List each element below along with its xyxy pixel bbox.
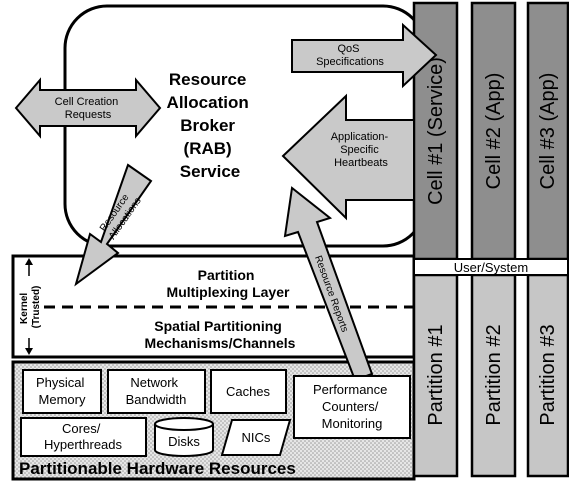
qos-label: QoS Specifications [316,43,384,68]
qos-arrow [291,22,438,89]
caches-label: Caches [226,384,271,399]
cell-3-label: Cell #3 (App) [537,73,559,190]
rab-title: Resource Allocation Broker (RAB) Service [167,70,254,181]
resource-reports-arrow [283,186,374,382]
hardware-title: Partitionable Hardware Resources [19,459,296,478]
partition-multiplexing-label: Partition Multiplexing Layer [167,267,290,300]
heartbeats-arrow [281,93,415,221]
network-bandwidth-label: Network Bandwidth [126,375,187,407]
caches-box [210,369,287,414]
performance-counters-box [293,375,411,439]
physical-memory-box [22,369,102,414]
kernel-arrow [25,258,33,355]
disks-icon [154,417,214,457]
disks-label: Disks [168,434,200,449]
cores-box [20,417,147,457]
partition-1-label: Partition #1 [425,324,447,425]
user-system-box [413,258,569,276]
physical-memory-label: Physical Memory [36,375,88,407]
cell-1-label: Cell #1 (Service) [425,57,447,205]
nics-box [220,419,292,456]
kernel-label: Kernel (Trusted) [19,286,42,329]
partition-2-label: Partition #2 [483,324,505,425]
performance-counters-label: Performance Counters/ Monitoring [313,382,391,431]
resource-allocations-arrow [74,163,153,287]
cores-label: Cores/ Hyperthreads [44,421,123,452]
spatial-partitioning-label: Spatial Partitioning Mechanisms/Channels [145,318,296,351]
nics-label: NICs [242,430,271,445]
heartbeats-label: Application- Specific Heartbeats [331,131,392,169]
partition-3-label: Partition #3 [537,324,559,425]
network-bandwidth-box [107,369,206,414]
user-system-label: User/System [454,260,528,275]
cell-2 [470,1,517,478]
cell-creation-label: Cell Creation Requests [55,96,122,121]
cell-creation-arrow [14,77,162,139]
cell-2-label: Cell #2 (App) [483,73,505,190]
cell-3 [526,1,569,478]
